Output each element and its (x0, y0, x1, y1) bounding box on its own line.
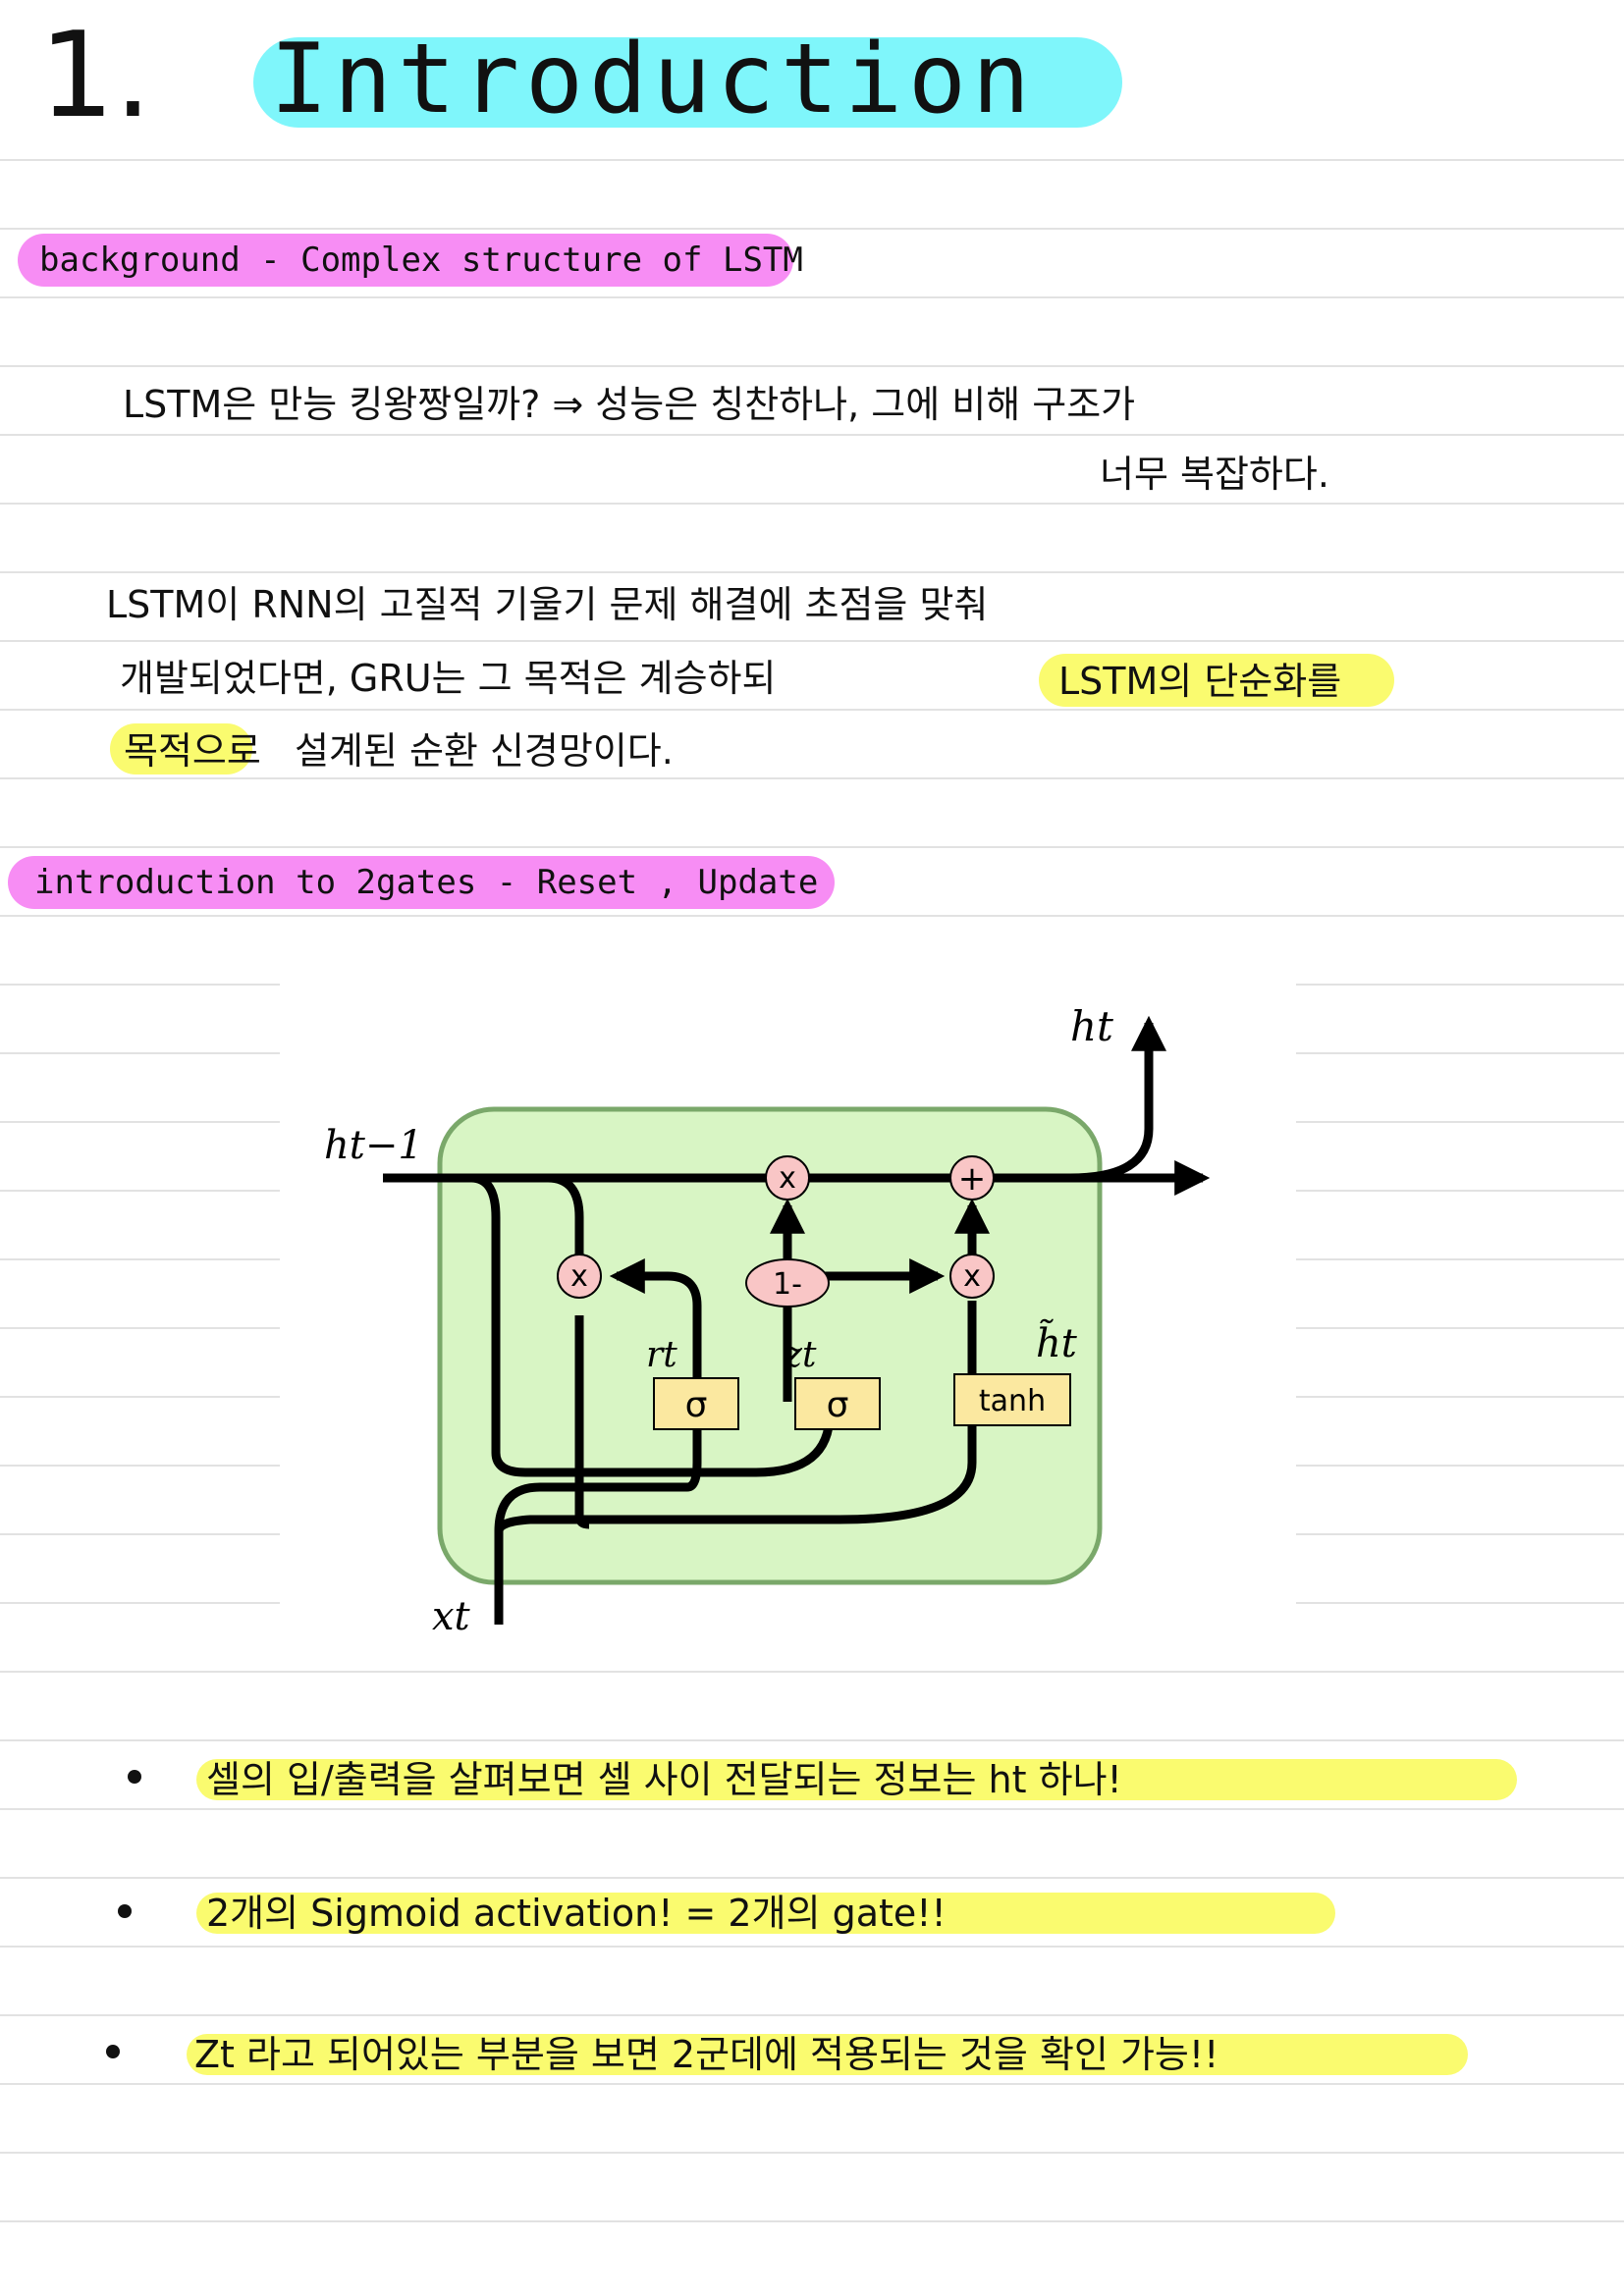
x-in-label: xt (432, 1594, 471, 1639)
section-label-background: background - Complex structure of LSTM (39, 240, 803, 280)
one-minus-op (745, 1258, 830, 1308)
gru-cell-diagram: x x + x 1- σ σ tanh ht−1 ht xt rt zt h̃t (324, 1002, 1211, 1639)
output-path (1069, 1015, 1166, 1183)
input-path (494, 1414, 702, 1625)
bullet-1-text: 셀의 입/출력을 살펴보면 셀 사이 전달되는 정보는 ht 하나! (206, 1758, 1122, 1801)
bullet-dot (118, 1904, 132, 1918)
bullet-1-highlight (196, 1759, 1517, 1800)
bullet-dot (128, 1770, 141, 1784)
paragraph-2-highlight-a: LSTM의 단순화를 (1058, 660, 1342, 703)
tanh-label: tanh (979, 1384, 1046, 1418)
tanh-box (953, 1373, 1071, 1426)
top-multiply-op (765, 1155, 810, 1201)
branch-to-mult-line (547, 1173, 584, 1284)
bullet-3-highlight (187, 2034, 1468, 2075)
z-label: zt (783, 1335, 817, 1375)
candidate-multiply-symbol: x (963, 1259, 981, 1294)
reset-to-mult-arrow (609, 1258, 702, 1402)
paragraph-2-highlight-b: 목적으로 (124, 729, 261, 773)
paragraph-2-line-3: 설계된 순환 신경망이다. (295, 729, 674, 773)
h-tilde-label: h̃t (1036, 1318, 1078, 1366)
reset-gate-sigma: σ (685, 1385, 708, 1425)
highlight-lstm-simplify (1039, 654, 1394, 707)
highlight-purpose (110, 723, 252, 774)
update-gate-sigma: σ (827, 1385, 849, 1425)
page-title: Introduction (270, 24, 1037, 135)
section-label-highlight (18, 234, 793, 287)
title-highlight (253, 37, 1122, 128)
r-label: rt (646, 1335, 677, 1375)
paragraph-2-line-1: LSTM이 RNN의 고질적 기울기 문제 해결에 초점을 맞춰 (106, 583, 989, 626)
bullet-dot (106, 2045, 120, 2058)
input-to-tanh (494, 1419, 977, 1532)
plus-op (949, 1155, 995, 1201)
cell-box (437, 1106, 1103, 1585)
section-number: 1. (39, 8, 152, 144)
paragraph-1-line-1: LSTM은 만능 킹왕짱일까? ⇒ 성능은 칭찬하나, 그에 비해 구조가 (123, 383, 1136, 426)
section-label-highlight (8, 856, 835, 909)
update-gate-box (794, 1377, 881, 1430)
top-multiply-symbol: x (779, 1161, 796, 1196)
section-label-gates: introduction to 2gates - Reset , Update (34, 863, 819, 902)
reset-gate-box (653, 1377, 739, 1430)
branch-to-reset-line (470, 1173, 835, 1477)
bullet-2-text: 2개의 Sigmoid activation! = 2개의 gate!! (206, 1892, 947, 1935)
reset-multiply-op (557, 1254, 602, 1299)
candidate-multiply-op (949, 1254, 995, 1299)
plus-symbol: + (958, 1159, 987, 1199)
reset-multiply-symbol: x (570, 1259, 588, 1294)
h-prev-label: ht−1 (324, 1123, 423, 1168)
bullet-2-highlight (196, 1893, 1335, 1934)
bullet-3-text: Zt 라고 되어있는 부분을 보면 2군데에 적용되는 것을 확인 가능!! (194, 2033, 1219, 2076)
one-minus-symbol: 1- (773, 1267, 802, 1302)
paragraph-1-line-2: 너무 복잡하다. (1100, 453, 1329, 496)
paragraph-2-line-2: 개발되었다면, GRU는 그 목적은 계승하되 (120, 657, 777, 700)
h-out-label: ht (1070, 1002, 1113, 1050)
